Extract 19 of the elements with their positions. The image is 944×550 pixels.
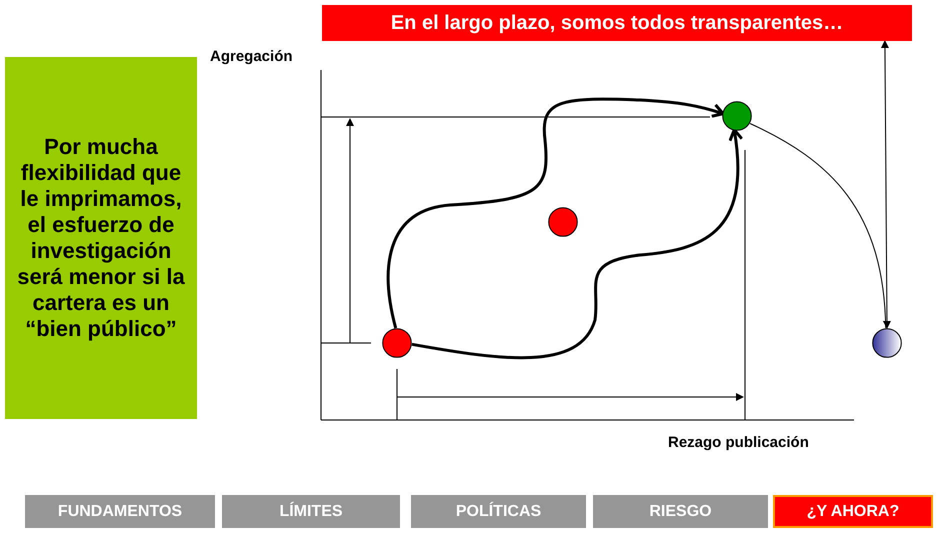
state-circle	[722, 101, 752, 131]
curve-line	[750, 123, 886, 329]
nav-tab: ¿Y AHORA?	[773, 495, 933, 528]
banner-text: En el largo plazo, somos todos transparentes…	[390, 12, 844, 34]
state-circle	[872, 328, 902, 358]
note-text: Por mucha flexibilidad que le imprimamos, el esfuerzo de investigación será menor si la cartera es un “bien público”	[16, 134, 186, 342]
state-circle	[382, 328, 412, 358]
axis-label: Agregación	[210, 48, 293, 65]
axis-label: Rezago publicación	[668, 434, 809, 451]
curved-arrow	[386, 98, 725, 328]
nav-tab: POLÍTICAS	[411, 495, 586, 528]
nav-tab: FUNDAMENTOS	[25, 495, 215, 528]
nav-tab: LÍMITES	[222, 495, 400, 528]
note-panel	[5, 57, 197, 419]
state-circle	[548, 207, 578, 237]
arrow	[880, 40, 891, 329]
curved-arrow	[412, 128, 743, 360]
nav-tab: RIESGO	[593, 495, 768, 528]
title-banner	[322, 5, 912, 41]
